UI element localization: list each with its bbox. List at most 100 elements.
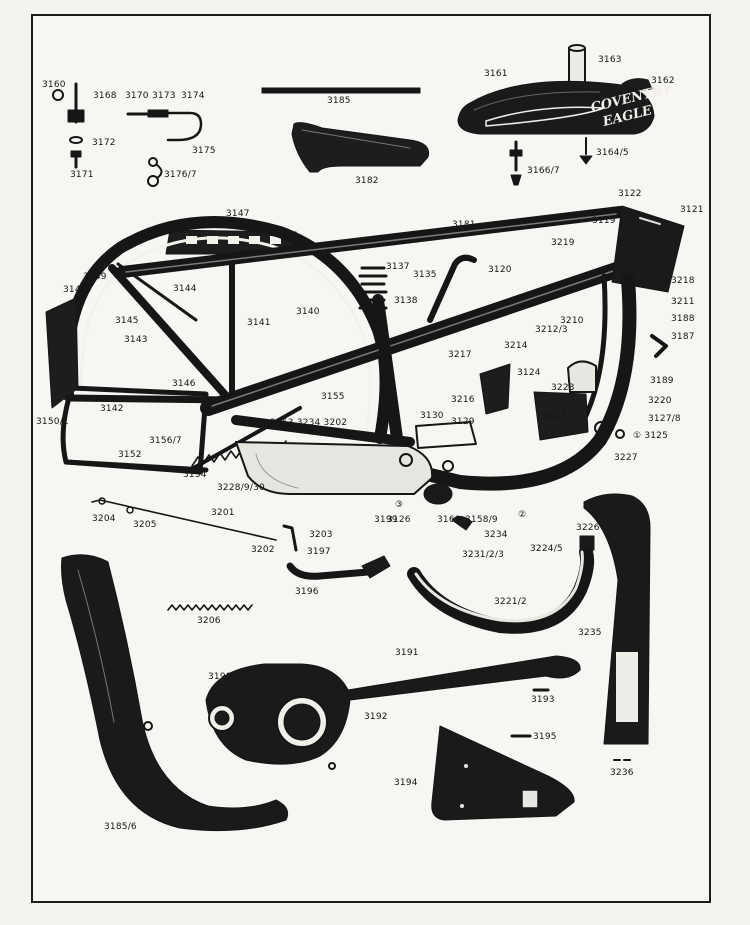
part-number-3121: 3121 <box>680 205 704 215</box>
return-spring <box>167 604 253 611</box>
part-number-3201: 3201 <box>211 508 235 518</box>
part-number-3156: 3156/7 <box>149 436 182 446</box>
saddle <box>291 122 430 173</box>
part-number-3205: 3205 <box>133 520 157 530</box>
part-number-3124: 3124 <box>517 368 541 378</box>
part-number-3187: 3187 <box>671 332 695 342</box>
part-number-3171: 3171 <box>70 170 94 180</box>
part-number-3143: 3143 <box>124 335 148 345</box>
part-number-3211: 3211 <box>671 297 695 307</box>
part-number-3138: 3138 <box>394 296 418 306</box>
main-frame <box>45 205 685 505</box>
footrest-bar <box>286 555 391 580</box>
part-number-3135: 3135 <box>413 270 437 280</box>
part-number-3168: 3168 <box>93 91 117 101</box>
part-number-3236: 3236 <box>610 768 634 778</box>
part-number-3154: 3154 <box>183 470 207 480</box>
part-number-3217: 3217 <box>448 350 472 360</box>
part-number-3185top: 3185 <box>327 96 351 106</box>
part-number-3170: 3170 <box>125 91 149 101</box>
part-number-3172: 3172 <box>92 138 116 148</box>
part-number-3142: 3142 <box>100 404 124 414</box>
part-number-3221: 3221/2 <box>494 597 527 607</box>
part-number-3234: 3234 <box>484 530 508 540</box>
part-number-3127: 3127/8 <box>648 414 681 424</box>
part-number-3219: 3219 <box>551 238 575 248</box>
part-number-3162: 3162 <box>651 76 675 86</box>
part-number-3204: 3204 <box>92 514 116 524</box>
part-number-3141: 3141 <box>247 318 271 328</box>
part-number-3122: 3122 <box>618 189 642 199</box>
part-number-3218: 3218 <box>671 276 695 286</box>
part-number-3228: 3228/9/30 <box>217 483 265 493</box>
control-cable <box>91 497 298 552</box>
part-number-3182seat: 3182 <box>355 176 379 186</box>
part-number-3147: 3147 <box>226 209 250 219</box>
rule-strip <box>261 87 421 94</box>
part-number-3191: 3191 <box>395 648 419 658</box>
part-number-3155: 3155 <box>321 392 345 402</box>
small-fittings-group <box>52 82 203 187</box>
part-number-3145: 3145 <box>115 316 139 326</box>
part-number-3150: 3150/1 <box>36 417 69 427</box>
part-number-3161: 3161 <box>484 69 508 79</box>
part-number-3144: 3144 <box>173 284 197 294</box>
part-number-3190: 3190 <box>208 672 232 682</box>
part-number-3125: ① 3125 <box>633 431 669 441</box>
part-number-3203: 3203 <box>309 530 333 540</box>
part-number-3146: 3146 <box>172 379 196 389</box>
part-number-3226: 3226 <box>576 523 600 533</box>
part-number-3152: 3152 <box>118 450 142 460</box>
part-number-3214: 3214 <box>504 341 528 351</box>
part-number-3158n: ② <box>518 510 527 520</box>
chain-case <box>205 655 581 770</box>
part-number-3181: 3181 <box>452 220 476 230</box>
part-number-3189: 3189 <box>650 376 674 386</box>
part-number-3153: 3153 3234 3202 <box>270 418 348 428</box>
part-number-3196: 3196 <box>295 587 319 597</box>
part-number-3140: 3140 <box>296 307 320 317</box>
part-number-3119: 3119 <box>592 216 616 226</box>
part-number-3185b: 3185/6 <box>104 822 137 832</box>
part-number-3224: 3224/5 <box>530 544 563 554</box>
part-number-3210: 3210 <box>560 316 584 326</box>
part-number-3223: 3223 <box>551 383 575 393</box>
part-number-3220: 3220 <box>648 396 672 406</box>
part-number-3158: 3158/9 <box>465 515 498 525</box>
part-number-3235: 3235 <box>578 628 602 638</box>
part-number-3188: 3188 <box>671 314 695 324</box>
part-number-3206: 3206 <box>197 616 221 626</box>
part-number-3227: 3227 <box>614 453 638 463</box>
tool-box <box>431 725 575 821</box>
part-number-3126: 3126 <box>387 515 411 525</box>
front-mudguard-stay <box>583 493 651 761</box>
part-number-3193: 3193 <box>531 695 555 705</box>
part-number-3197: 3197 <box>307 547 331 557</box>
part-number-3212: 3212/3 <box>535 325 568 335</box>
part-number-3202: 3202 <box>251 545 275 555</box>
part-number-3174: 3174 <box>181 91 205 101</box>
part-number-3176: 3176/7 <box>164 170 197 180</box>
part-number-3160b: 3160 <box>437 515 461 525</box>
part-number-3216: 3216 <box>451 395 475 405</box>
part-number-3148: 3148 <box>63 285 87 295</box>
part-number-3130: 3130 <box>420 411 444 421</box>
part-number-3164: 3164/5 <box>596 148 629 158</box>
exhaust-pipe <box>407 516 595 634</box>
part-number-3192: 3192 <box>364 712 388 722</box>
part-number-3231: 3231/2/3 <box>462 550 505 560</box>
part-number-3163: 3163 <box>598 55 622 65</box>
part-number-3175: 3175 <box>192 146 216 156</box>
part-number-3120: 3120 <box>488 265 512 275</box>
part-number-3173: 3173 <box>152 91 176 101</box>
part-number-3195: 3195 <box>533 732 557 742</box>
part-number-3129: 3129 <box>451 417 475 427</box>
part-number-3166: 3166/7 <box>527 166 560 176</box>
part-number-3126n: ③ <box>395 500 404 510</box>
part-number-3194: 3194 <box>394 778 418 788</box>
part-number-3199: 3199 <box>374 515 398 525</box>
part-number-3137: 3137 <box>386 262 410 272</box>
part-number-3149: 3149 <box>83 272 107 282</box>
